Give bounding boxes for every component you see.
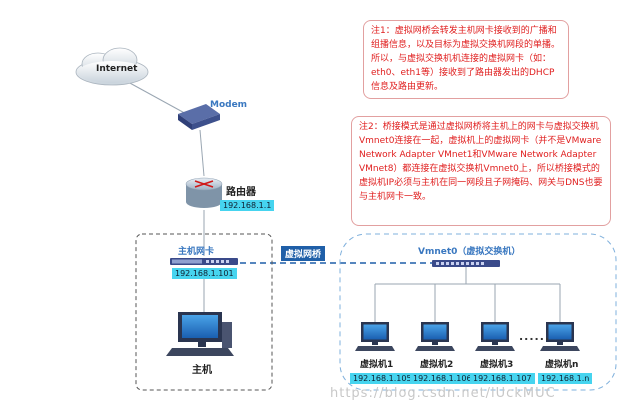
modem-label: Modem <box>210 100 248 110</box>
vmn-ip: 192.168.1.n <box>538 373 593 384</box>
note-2-text: 注2：桥接模式是通过虚拟网桥将主机上的网卡与虚拟交换机Vmnet0连接在一起，虚… <box>359 122 603 202</box>
vm-computer-icon <box>475 322 515 351</box>
network-card-icon <box>170 258 238 265</box>
note-1: 注1：虚拟网桥会转发主机网卡接收到的广播和组播信息，以及目标为虚拟交换机网段的单… <box>363 20 569 99</box>
modem-icon <box>178 104 220 130</box>
router-ip: 192.168.1.1 <box>220 200 275 211</box>
cloud-icon <box>75 47 149 86</box>
line-internet-modem <box>127 81 191 117</box>
bridge-label: 虚拟网桥 <box>281 246 326 261</box>
vm3-ip: 192.168.1.107 <box>470 373 535 384</box>
line-modem-router <box>199 129 205 177</box>
host-computer-icon <box>166 312 234 356</box>
host-nic-ip: 192.168.1.101 <box>172 268 237 279</box>
host-container <box>135 233 273 391</box>
vm2-ip: 192.168.1.106 <box>410 373 475 384</box>
watermark: https://blog.csdn.net/lUckMUC <box>330 386 556 401</box>
note-2: 注2：桥接模式是通过虚拟网桥将主机上的网卡与虚拟交换机Vmnet0连接在一起，虚… <box>351 116 611 226</box>
host-nic-label: 主机网卡 <box>178 247 215 257</box>
connection-lines <box>127 81 561 322</box>
vm-ellipsis: ...... <box>519 330 551 343</box>
router-icon <box>185 177 223 208</box>
vmn-label: 虚拟机n <box>545 360 579 370</box>
switch-icon <box>432 260 500 267</box>
vm2-label: 虚拟机2 <box>420 360 454 370</box>
vm1-ip: 192.168.1.105 <box>350 373 415 384</box>
internet-label: Internet <box>96 64 138 74</box>
vm-computer-icon <box>355 322 395 351</box>
router-label: 路由器 <box>226 187 256 198</box>
vmnet0-label: Vmnet0（虚拟交换机） <box>418 247 521 257</box>
vm-computer-icon <box>415 322 455 351</box>
vm1-label: 虚拟机1 <box>360 360 394 370</box>
vm3-label: 虚拟机3 <box>480 360 514 370</box>
note-1-text: 注1：虚拟网桥会转发主机网卡接收到的广播和组播信息，以及目标为虚拟交换机网段的单… <box>371 26 561 92</box>
vm-computer-icon <box>540 322 580 351</box>
vmnet-container <box>339 233 617 391</box>
host-label: 主机 <box>192 365 212 376</box>
